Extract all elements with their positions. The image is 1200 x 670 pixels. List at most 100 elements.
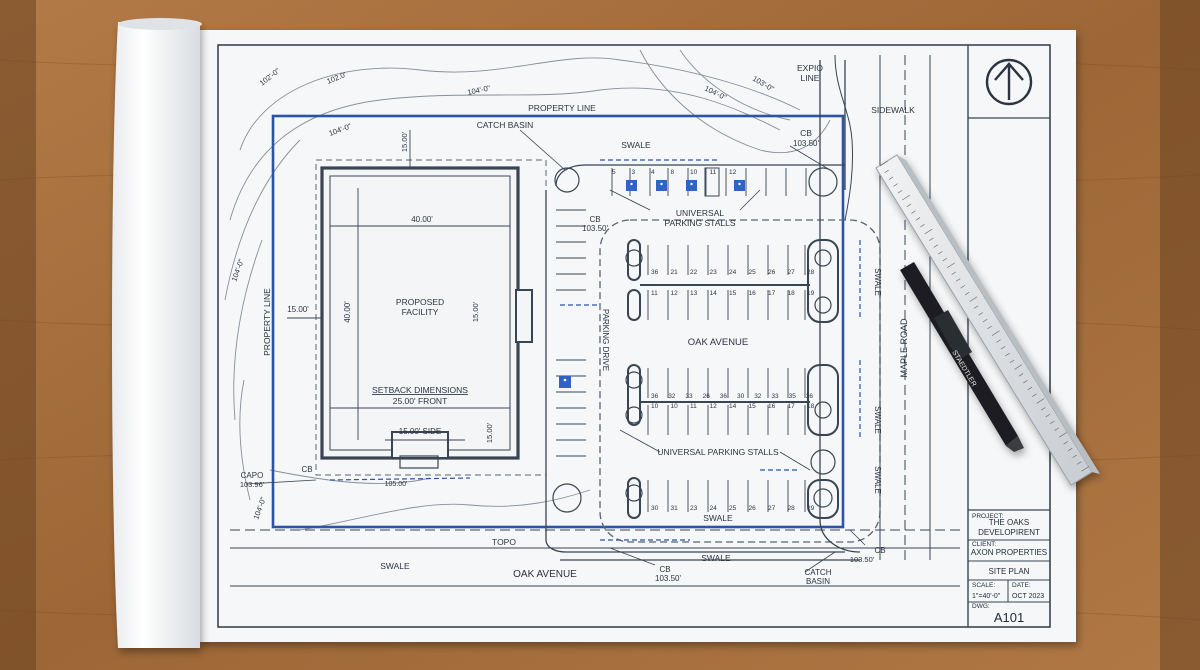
stall-number: 26 — [749, 505, 757, 512]
stall-number: 36 — [720, 393, 728, 400]
dimension-15-mid: 15.00' — [471, 301, 480, 322]
stall-number: 16 — [749, 290, 757, 297]
elevation-bottom: 105.00' — [385, 481, 408, 488]
proposed-facility — [320, 166, 533, 469]
ruler-tick — [1058, 432, 1067, 438]
cb-label-top-right: CB — [800, 128, 812, 138]
ruler-tick — [897, 190, 903, 194]
proposed-facility-label-1: PROPOSED — [396, 297, 444, 307]
ruler-tick — [960, 285, 965, 289]
ruler-tick — [879, 160, 888, 167]
ruler-tick — [1005, 352, 1010, 357]
dwg-field-label: DWG: — [972, 603, 990, 610]
sheet-title: SITE PLAN — [989, 567, 1030, 576]
stall-number: 12 — [710, 403, 718, 410]
dimension-15-side: 15.00' SIDE — [399, 427, 441, 436]
client-field-label: CLIENT: — [972, 541, 996, 548]
universal-parking-label-top-2: PARKING STALLS — [664, 218, 735, 228]
dimension-15-right: 15.00' — [485, 422, 494, 443]
stall-number: 8 — [671, 169, 675, 176]
stall-number: 21 — [671, 269, 679, 276]
oak-avenue-center-label: OAK AVENUE — [688, 337, 749, 348]
building-dimension-lines — [287, 130, 510, 441]
stall-number: 16 — [768, 403, 776, 410]
ruler-tick — [1023, 380, 1028, 384]
setback-line — [315, 159, 547, 476]
stall-number: 35 — [789, 393, 797, 400]
scale-ruler — [875, 154, 1100, 486]
ruler-tick — [1063, 441, 1068, 445]
title-block — [968, 539, 1050, 603]
stall-number: 11 — [710, 169, 717, 176]
ruler-tick — [1000, 346, 1006, 350]
wheelchair-icon — [559, 180, 745, 388]
ruler-tick — [996, 339, 1001, 343]
stall-number: 36 — [651, 269, 659, 276]
rolled-paper-edge — [112, 22, 200, 648]
stall-number: 12 — [729, 169, 737, 176]
stall-number: 26 — [768, 269, 776, 276]
stall-number: 30 — [651, 505, 659, 512]
road-edges — [230, 54, 960, 587]
dimension-40-left: 40.00' — [343, 301, 352, 323]
stall-number: 4 — [651, 169, 655, 176]
swale-label-bottom-left: SWALE — [380, 561, 410, 571]
date-field-label: DATE: — [1012, 582, 1031, 589]
ruler-tick — [893, 183, 898, 187]
stall-number: 10 — [651, 403, 659, 410]
striped-access-aisle — [704, 167, 720, 197]
ruler-tick — [906, 203, 912, 207]
stall-number: 31 — [671, 505, 679, 512]
scale-value: 1"=40'-0" — [972, 593, 1001, 600]
parking-islands — [627, 239, 839, 519]
stall-number: 32 — [668, 393, 676, 400]
project-name-line-1: THE OAKS — [989, 518, 1029, 527]
ruler-tick — [1041, 407, 1046, 411]
client-name: AXON PROPERTIES — [971, 548, 1047, 557]
ruler-tick — [969, 296, 978, 302]
ruler-tick — [982, 319, 988, 323]
cb-label-left: CB — [301, 465, 312, 474]
ruler-tick — [1072, 454, 1077, 458]
ruler-tick — [1032, 393, 1037, 397]
ruler-tick — [1036, 398, 1045, 404]
ruler-tick — [951, 271, 957, 275]
cb-elevation-mid: 103.50' — [582, 224, 608, 233]
ruler-tick — [1045, 414, 1051, 418]
stall-number: 28 — [807, 269, 815, 276]
ruler-tick — [991, 330, 1000, 336]
dimension-40-top: 40.00' — [411, 215, 433, 224]
catch-basin-label-bottom-1: CATCH — [805, 568, 832, 577]
cb-label-bottom-right: CB — [874, 546, 885, 555]
catch-basin-label-bottom-2: BASIN — [806, 577, 830, 586]
ruler-tick — [1076, 461, 1082, 465]
dimension-15-top: 15.00' — [400, 131, 409, 152]
property-line — [271, 114, 845, 529]
drainage-flow-arrows — [329, 159, 861, 541]
plan-labels: PROPERTY LINE PROPERTY LINE CATCH BASIN … — [229, 63, 915, 586]
swale-label-top: SWALE — [621, 140, 651, 150]
cb-label-mid: CB — [589, 215, 600, 224]
ruler-tick — [933, 244, 939, 248]
capo-label: CAPO — [241, 471, 264, 480]
stall-number: 19 — [807, 290, 815, 297]
stall-number: 14 — [710, 290, 718, 297]
stall-number: 11 — [651, 290, 658, 297]
ruler-tick — [938, 251, 943, 255]
cb-elevation-bottom: 103.50' — [655, 574, 681, 583]
expio-line-label-2: LINE — [801, 73, 820, 83]
ruler-tick — [884, 169, 889, 174]
stall-number: 33 — [771, 393, 779, 400]
cb-elevation-bottom-right: 103.50' — [850, 555, 875, 564]
project-field-label: PROJECT: — [972, 513, 1004, 520]
catch-basin-label-top: CATCH BASIN — [477, 120, 534, 130]
stall-number: 36 — [651, 393, 659, 400]
title-block-text: PROJECT: THE OAKS DEVELOPIRENT CLIENT: A… — [971, 513, 1047, 625]
ruler-tick — [929, 237, 934, 241]
ruler-tick — [973, 305, 979, 309]
stall-number: 18 — [807, 403, 815, 410]
ruler-tick — [1018, 373, 1024, 377]
roll-top — [118, 18, 202, 30]
stall-number: 28 — [788, 505, 796, 512]
